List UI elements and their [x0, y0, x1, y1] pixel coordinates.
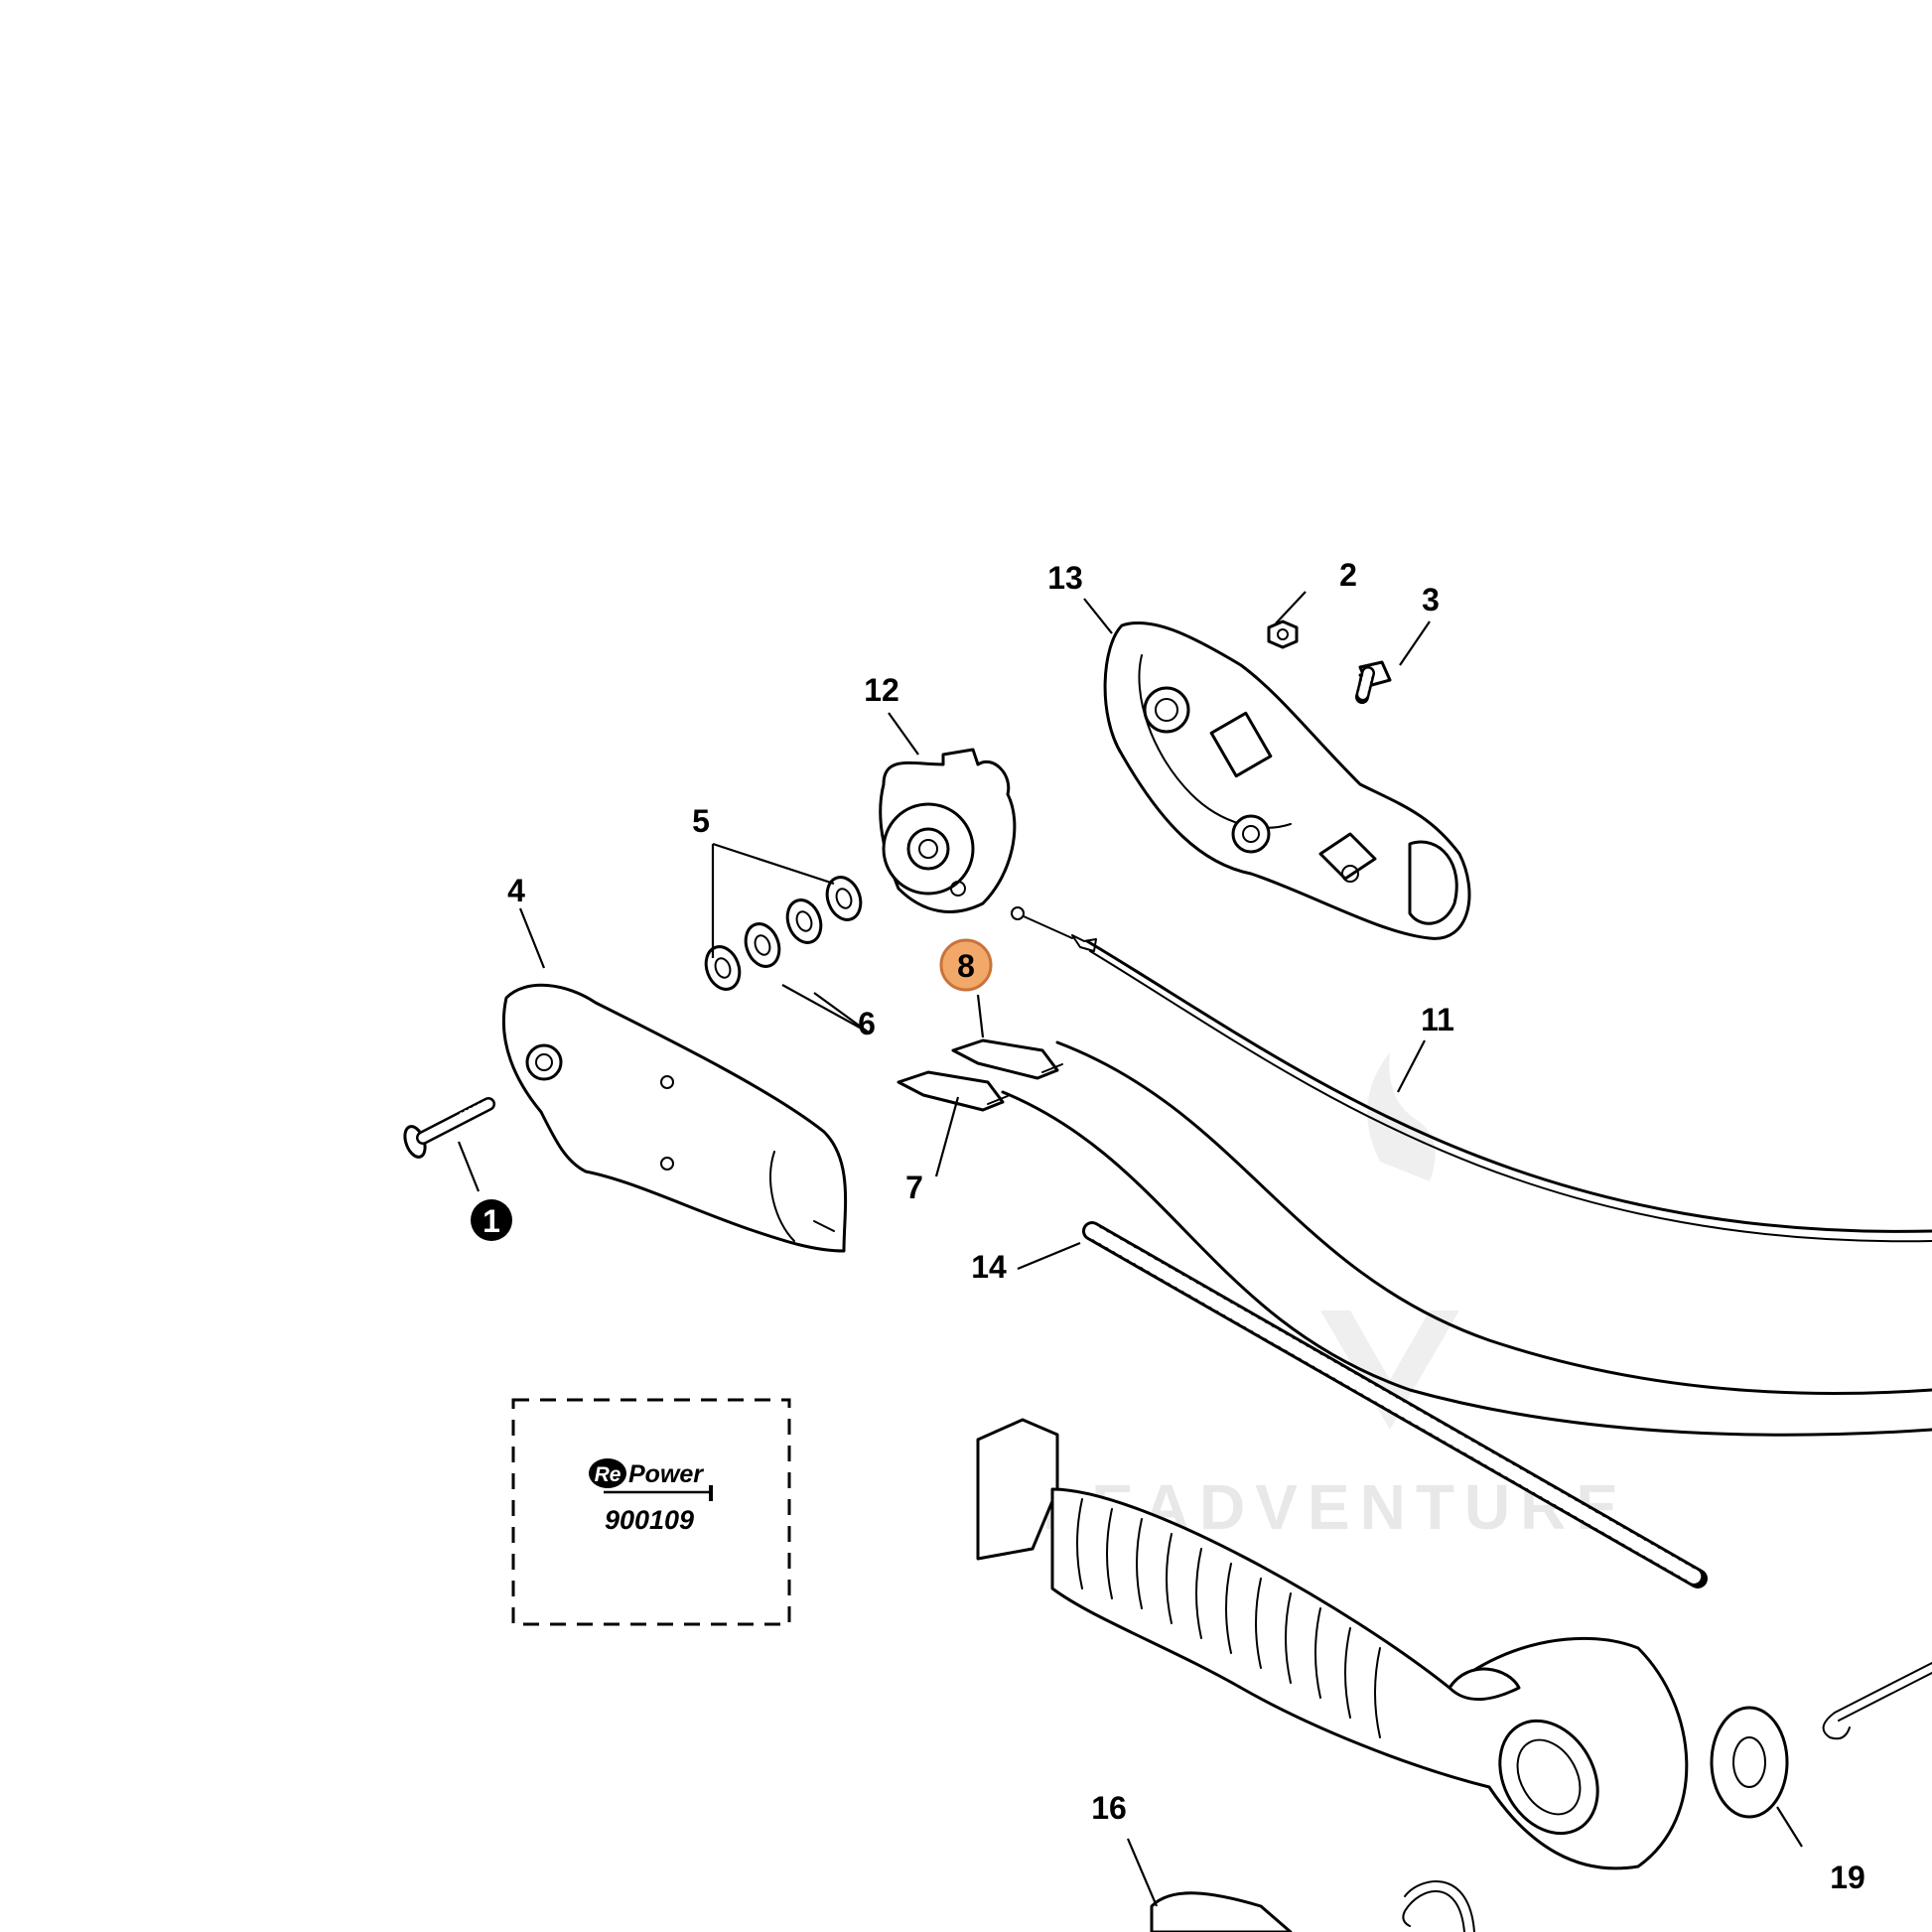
kit-part-number: 900109: [605, 1505, 694, 1535]
part-12-pulley: [879, 748, 1017, 913]
callout-4[interactable]: 4: [507, 873, 525, 908]
part-4-cover: [501, 983, 848, 1253]
part-3-screw: [1355, 660, 1392, 704]
callout-7[interactable]: 7: [905, 1170, 923, 1205]
callout-3[interactable]: 3: [1422, 582, 1440, 618]
callout-8-highlighted[interactable]: 8: [939, 938, 993, 992]
part-2-nut: [1267, 620, 1299, 649]
callout-13[interactable]: 13: [1047, 560, 1083, 596]
handle-grip: [976, 1418, 1689, 1870]
callout-12[interactable]: 12: [864, 672, 899, 708]
callout-6[interactable]: 6: [858, 1006, 876, 1041]
callout-16[interactable]: 16: [1091, 1790, 1127, 1826]
part-11-cable: [1011, 906, 1932, 1243]
logo-re-text: Re: [595, 1463, 621, 1486]
watermark: LEADVENTURE: [1042, 1052, 1618, 1543]
wire-spring-bottom: [1402, 1879, 1475, 1932]
part-6-washers: [744, 898, 823, 968]
callout-5[interactable]: 5: [692, 803, 710, 839]
part-1-bolt: [403, 1097, 495, 1159]
callout-8-label: 8: [957, 948, 975, 984]
callout-19[interactable]: 19: [1830, 1860, 1865, 1895]
callout-1-label: 1: [483, 1203, 500, 1239]
part-8-clip: [951, 1038, 1063, 1080]
callout-1[interactable]: 1: [471, 1199, 512, 1241]
part-14-spring: [1082, 1221, 1708, 1588]
part-13-housing: [1103, 621, 1471, 940]
callout-14[interactable]: 14: [971, 1249, 1007, 1285]
repower-logo: Re Power: [589, 1458, 713, 1501]
part-16: [1150, 1891, 1293, 1932]
callout-2[interactable]: 2: [1339, 557, 1357, 593]
leader-lines: [457, 591, 1803, 1907]
callout-11[interactable]: 11: [1421, 1002, 1454, 1037]
part-7-8-cables: [1001, 1040, 1932, 1437]
logo-power-text: Power: [628, 1460, 704, 1488]
part-5-washers: [704, 876, 863, 991]
part-19-washer: [1710, 1706, 1789, 1819]
repower-kit-box[interactable]: Re Power 900109: [511, 1398, 791, 1626]
part-7-clip: [897, 1070, 1009, 1112]
wire-hook: [1822, 1662, 1932, 1740]
